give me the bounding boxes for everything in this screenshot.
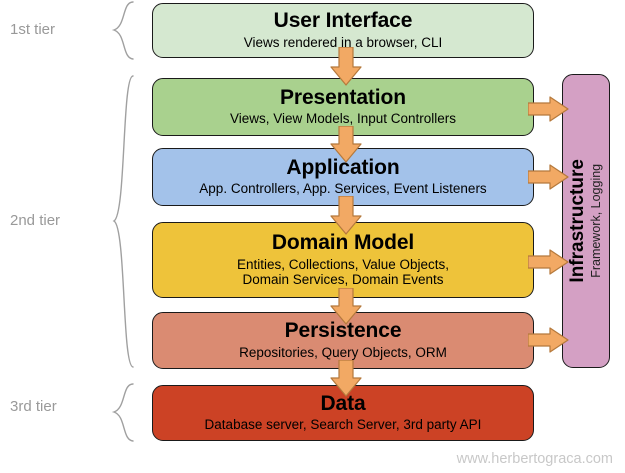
down-arrow-presentation-to-application <box>330 126 362 163</box>
layer-title-application: Application <box>286 155 400 179</box>
tier-label-1st: 1st tier <box>10 21 56 38</box>
right-arrow-application-to-infrastructure <box>528 164 569 190</box>
watermark-text: www.herbertograca.com <box>456 451 613 467</box>
infrastructure-title: Infrastructure <box>567 159 589 283</box>
layer-subtitle-application: App. Controllers, App. Services, Event L… <box>199 181 487 197</box>
brace-tier-1 <box>111 1 134 60</box>
down-arrow-application-to-domain <box>330 196 362 235</box>
brace-tier-2 <box>112 75 134 368</box>
infrastructure-subtitle: Framework, Logging <box>589 164 604 278</box>
layer-subtitle-data: Database server, Search Server, 3rd part… <box>204 417 482 433</box>
layer-subtitle-presentation: Views, View Models, Input Controllers <box>229 111 457 127</box>
infrastructure-label-group: Infrastructure Framework, Logging <box>567 159 604 283</box>
layer-title-domain-model: Domain Model <box>271 230 415 254</box>
layer-box-persistence[interactable]: Persistence Repositories, Query Objects,… <box>152 312 534 369</box>
infrastructure-box[interactable]: Infrastructure Framework, Logging <box>562 74 610 368</box>
tier-label-2nd: 2nd tier <box>10 212 61 229</box>
layer-title-presentation: Presentation <box>280 85 406 109</box>
layer-title-data: Data <box>320 391 366 415</box>
down-arrow-persistence-to-data <box>330 360 362 397</box>
down-arrow-ui-to-presentation <box>330 47 362 86</box>
layer-box-data[interactable]: Data Database server, Search Server, 3rd… <box>152 385 534 441</box>
down-arrow-domain-to-persistence <box>330 288 362 325</box>
right-arrow-presentation-to-infrastructure <box>528 96 569 122</box>
layer-subtitle-domain-model-line2: Domain Services, Domain Events <box>242 272 444 288</box>
tier-label-3rd: 3rd tier <box>10 398 57 415</box>
right-arrow-persistence-to-infrastructure <box>528 327 569 353</box>
layer-title-user-interface: User Interface <box>273 9 413 33</box>
brace-tier-3 <box>111 383 134 442</box>
right-arrow-domain-to-infrastructure <box>528 249 569 275</box>
layer-subtitle-user-interface: Views rendered in a browser, CLI <box>243 34 443 50</box>
layer-subtitle-persistence: Repositories, Query Objects, ORM <box>239 344 447 360</box>
layer-subtitle-domain-model-line1: Entities, Collections, Value Objects, <box>236 256 450 272</box>
layer-title-persistence: Persistence <box>284 319 402 343</box>
